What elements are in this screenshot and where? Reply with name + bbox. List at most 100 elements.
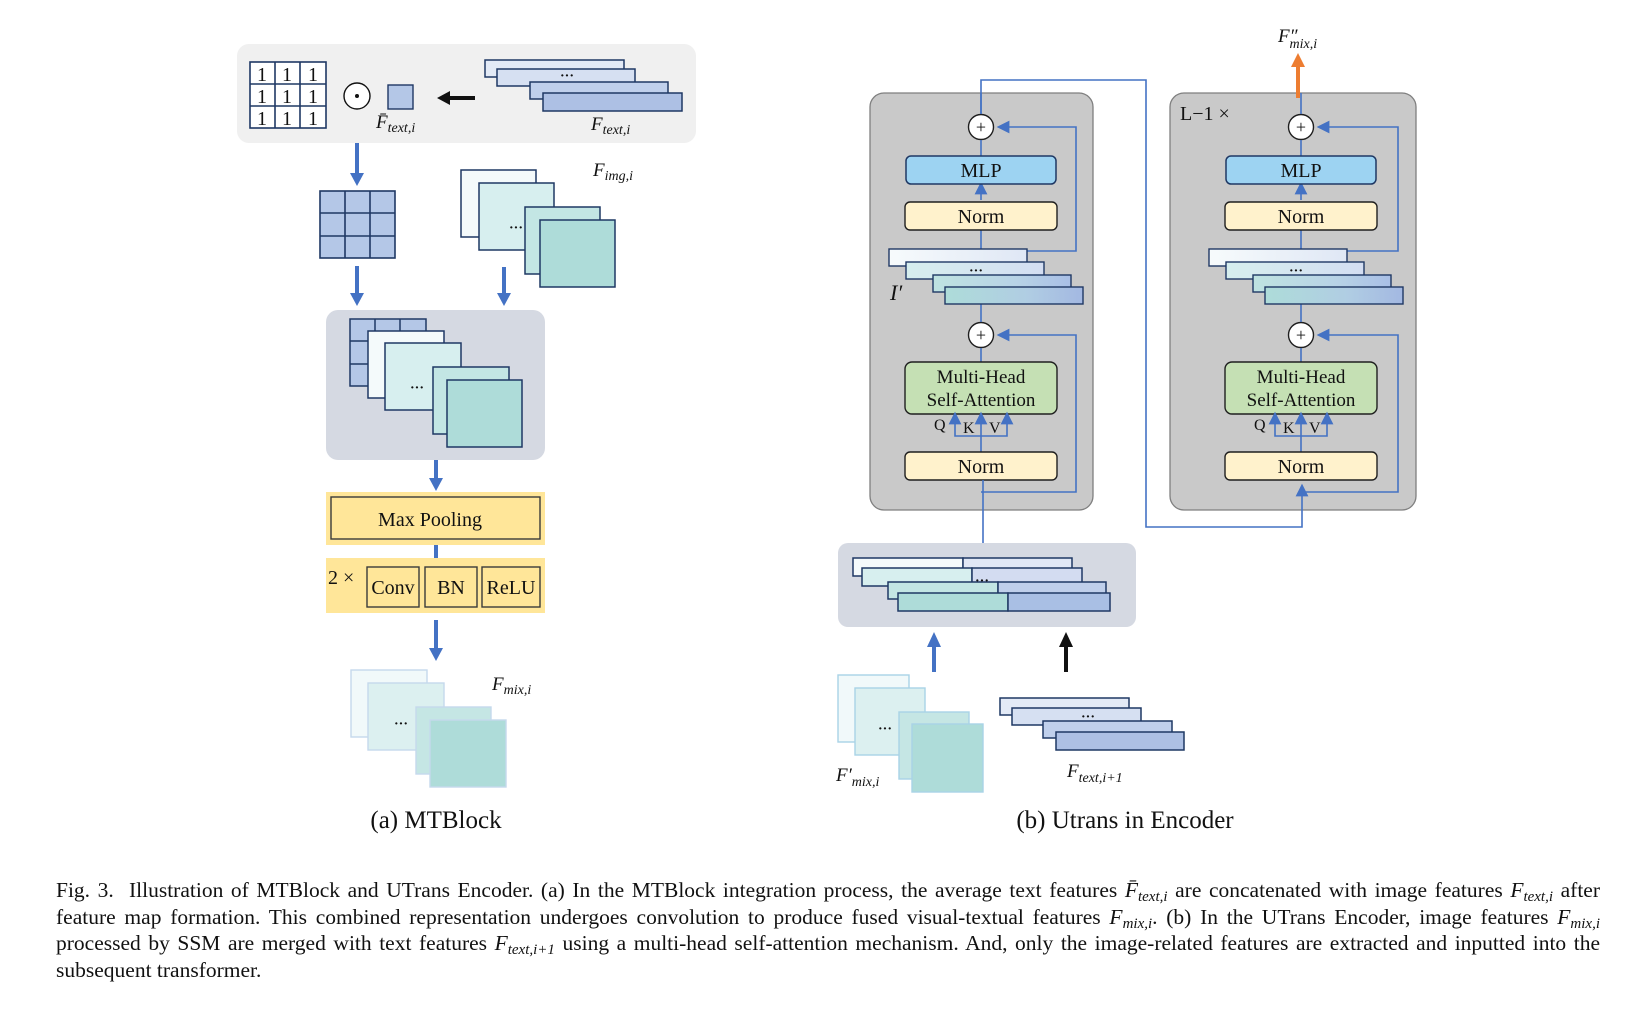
- avg-text-label: F̄text,i: [375, 112, 415, 136]
- ellipsis: ···: [878, 722, 892, 737]
- relu-box: [481, 566, 541, 608]
- mlp-label: MLP: [1280, 160, 1321, 182]
- plus-symbol: +: [1296, 117, 1306, 137]
- subfigure-b: L−1 × F″mix,i ++MLPNorm···Multi-HeadSelf…: [835, 26, 1417, 834]
- conv-label: Conv: [371, 577, 414, 599]
- ellipsis: ···: [1081, 710, 1095, 725]
- relu-label: ReLU: [487, 577, 536, 599]
- subfigure-a: 1 1 1 1 1 1 1 1 1 F̄text,i ··· Ftext,i: [237, 44, 696, 834]
- avg-text-feature-square: [387, 84, 414, 110]
- norm-label: Norm: [958, 206, 1005, 228]
- image-feature-stack: [460, 169, 616, 288]
- plus-upper-icon: [1287, 113, 1315, 141]
- fused-token-stack: [852, 557, 1111, 612]
- text-features-label: Ftext,i: [590, 114, 630, 138]
- plus-symbol: +: [976, 325, 986, 345]
- concatenated-feature-stack: [349, 318, 523, 448]
- caption-math: Ftext,i+1: [494, 931, 555, 958]
- bn-label: BN: [437, 577, 465, 599]
- k-label: K: [963, 420, 975, 437]
- repeat-count-label: L−1 ×: [1180, 103, 1230, 125]
- plus-lower-icon: [967, 321, 995, 349]
- caption-math: F̄text,i: [1124, 878, 1168, 905]
- norm-label: Norm: [958, 456, 1005, 478]
- norm-box-upper: [904, 201, 1058, 231]
- residual-connection-upper: [981, 120, 1077, 252]
- subfigure-b-title: (b) Utrans in Encoder: [1016, 807, 1234, 834]
- expanded-text-grid: [319, 190, 396, 259]
- residual-connection-lower: [1301, 328, 1399, 493]
- plus-upper-icon: [967, 113, 995, 141]
- figure-canvas: 1 1 1 1 1 1 1 1 1 F̄text,i ··· Ftext,i: [237, 26, 1417, 834]
- matrix-cell: 1: [282, 64, 292, 86]
- intermediate-label: I′: [889, 280, 903, 305]
- max-pooling-box: [330, 496, 541, 540]
- matrix-cell: 1: [282, 108, 292, 130]
- img-features-label: Fimg,i: [592, 160, 633, 184]
- caption-text: . (b) In the UTrans Encoder, image featu…: [1152, 904, 1558, 929]
- ones-matrix: [249, 61, 327, 129]
- caption-math: Ftext,i: [1510, 878, 1554, 905]
- norm-box-lower: [904, 451, 1058, 481]
- matrix-cell: 1: [308, 86, 318, 108]
- plus-symbol: +: [1296, 325, 1306, 345]
- matrix-cell: 1: [257, 64, 267, 86]
- input-mix-label: F′mix,i: [835, 765, 879, 790]
- caption-text: processed by SSM are merged with text fe…: [56, 931, 495, 955]
- ellipsis: ···: [509, 221, 523, 236]
- caption-text: are concatenated with image features: [1167, 878, 1511, 902]
- residual-connection-upper: [1301, 120, 1399, 252]
- q-arrow: [948, 411, 981, 437]
- attention-label-line2: Self-Attention: [927, 390, 1036, 411]
- figure-caption: Fig. 3. Illustration of MTBlock and UTra…: [56, 877, 1600, 983]
- text-feature-stack: [484, 59, 683, 112]
- mix-features-label: Fmix,i: [491, 674, 531, 698]
- v-label: V: [1309, 420, 1321, 437]
- repeat-label: 2 ×: [328, 567, 354, 589]
- caption-prefix: Fig. 3.: [56, 878, 114, 902]
- input-mix-feature-stack: [837, 674, 984, 793]
- q-label: Q: [1254, 417, 1266, 434]
- input-text-label: Ftext,i+1: [1066, 761, 1123, 786]
- ellipsis: ···: [394, 717, 408, 732]
- ellipsis: ···: [969, 264, 983, 279]
- subfigure-a-title: (a) MTBlock: [370, 807, 502, 834]
- matrix-cell: 1: [308, 64, 318, 86]
- norm-box-lower: [1224, 451, 1378, 481]
- caption-text: using a multi-head self-attention mechan…: [56, 931, 1600, 982]
- output-label: F″mix,i: [1277, 26, 1317, 52]
- ellipsis: ···: [560, 69, 574, 84]
- input-text-feature-stack: [999, 697, 1185, 751]
- v-arrow: [1301, 411, 1334, 437]
- matrix-cell: 1: [308, 108, 318, 130]
- v-arrow: [981, 411, 1014, 437]
- ellipsis: ···: [410, 381, 424, 396]
- mlp-label: MLP: [960, 160, 1001, 182]
- matrix-cell: 1: [257, 86, 267, 108]
- caption-text: Illustration of MTBlock and UTrans Encod…: [128, 878, 1125, 902]
- caption-math: Fmix,i: [1109, 904, 1153, 932]
- attention-label-line2: Self-Attention: [1247, 390, 1356, 411]
- plus-symbol: +: [976, 117, 986, 137]
- k-label: K: [1283, 420, 1295, 437]
- attention-label-line1: Multi-Head: [937, 367, 1026, 388]
- mlp-box: [905, 155, 1057, 185]
- norm-box-upper: [1224, 201, 1378, 231]
- norm-label: Norm: [1278, 456, 1325, 478]
- mlp-box: [1225, 155, 1377, 185]
- attention-label-line1: Multi-Head: [1257, 367, 1346, 388]
- ellipsis: ···: [1289, 264, 1303, 279]
- norm-label: Norm: [1278, 206, 1325, 228]
- q-arrow: [1268, 411, 1301, 437]
- mix-feature-stack: [350, 669, 507, 788]
- residual-connection-lower: [981, 328, 1077, 493]
- max-pooling-label: Max Pooling: [378, 509, 482, 531]
- matrix-cell: 1: [257, 108, 267, 130]
- bn-box: [424, 566, 478, 608]
- caption-math: Fmix,i: [1557, 904, 1600, 932]
- plus-lower-icon: [1287, 321, 1315, 349]
- ellipsis: ···: [975, 574, 989, 589]
- caption-text: after feature map formation. This combin…: [56, 878, 1600, 929]
